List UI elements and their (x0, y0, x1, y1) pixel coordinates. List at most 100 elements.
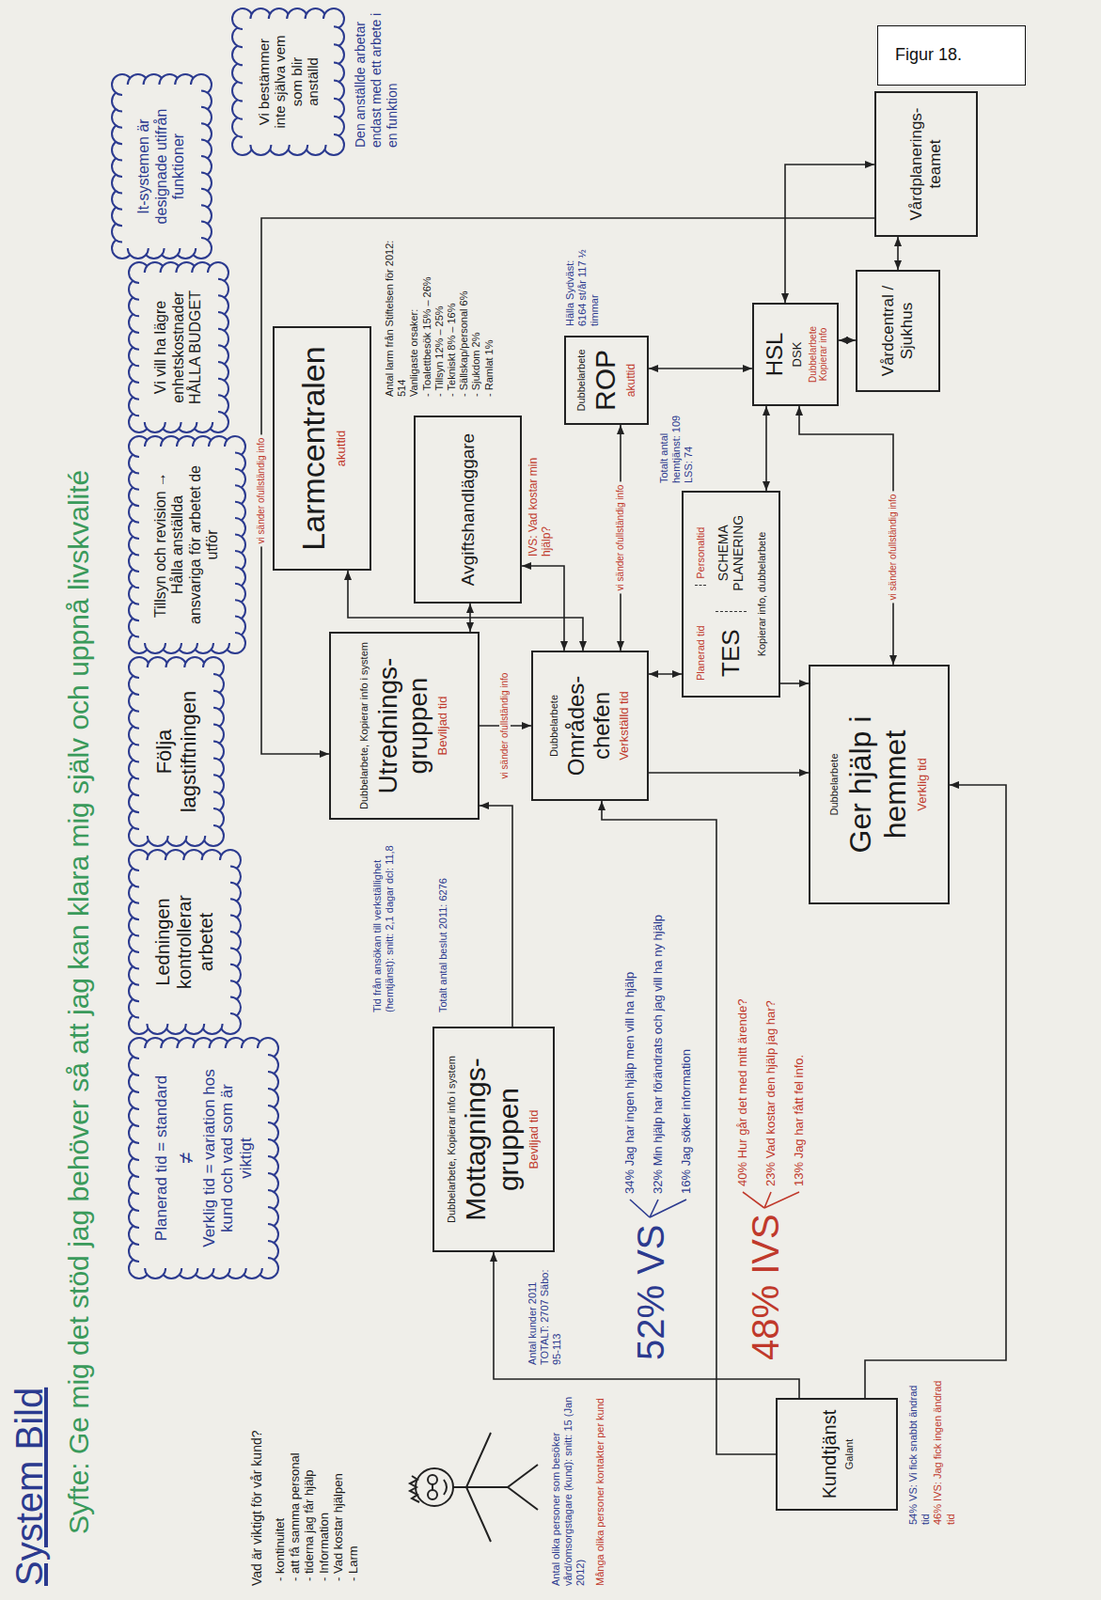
connector-arrow (648, 771, 809, 774)
node-text: Följa lagstiftningen (152, 682, 201, 821)
figure-arms (466, 1432, 491, 1542)
thought-cloud: Vi bestämmer inte själva vem som blir an… (235, 11, 342, 153)
cloud-fill (139, 860, 231, 1024)
note-text: Syfte: Ge mig det stöd jag behöver så at… (62, 470, 96, 1535)
node-text: Dubbelarbete (828, 753, 841, 816)
node-text: Kopierar info, dubbelarbete (755, 532, 769, 658)
figure-glasses (427, 1475, 438, 1485)
connector-arrow (648, 673, 682, 676)
node-text: Kundtjänst (818, 1410, 841, 1500)
note-text: - Sjukdom 2% (470, 232, 483, 397)
note-text: Antal kunder 2011 TOTALT: 2707 Säbo: 95-… (526, 1257, 565, 1366)
cloud-fill (139, 1048, 268, 1269)
note-text: Totalt antal hemtjänst: 109 LSS: 74 (658, 409, 696, 484)
node-text: Ledningen kontrollerar arbetet (152, 875, 218, 1009)
thought-cloud: Ledningen kontrollerar arbetet (131, 852, 238, 1032)
cloud-fill (242, 18, 334, 145)
node-text: Dubbelarbete (575, 348, 588, 411)
survey-list: 34% Jag har ingen hjälp men vill ha hjäl… (615, 817, 701, 1195)
node-text: Verklig tid (915, 757, 930, 811)
note-text: 52% VS (628, 1224, 674, 1361)
figure-caption: Figur 18. (877, 25, 1026, 86)
figure-legs (507, 1464, 538, 1510)
note-text: - Larm (346, 1384, 362, 1582)
figure-hair (409, 1476, 420, 1503)
note-text: 16% Jag söker information (672, 817, 701, 1195)
process-box: Planerad tidTESPersonaltidSCHEMA PLANERI… (681, 490, 781, 698)
node-text: Tillsyn och revision → Hålla anställda a… (152, 461, 222, 629)
node-text: Planerad tid = standard (152, 1075, 172, 1242)
note-text: - Tekniskt 8% – 16% (445, 232, 458, 397)
edge-label: vi sänder ofullständig info (614, 482, 627, 595)
figure-head (415, 1468, 454, 1507)
note-text: - Sällskap/personal 6% (457, 232, 471, 397)
node-text: DSK (790, 342, 805, 368)
node-text: akuttid (625, 363, 639, 397)
node-text: Dubbelarbete, Kopierar info i system (358, 642, 371, 810)
figure-mouth (443, 1479, 447, 1495)
note-text: - kontinuitet (272, 1384, 288, 1582)
note-list: - kontinuitet- att få samma personal- ti… (272, 1384, 362, 1582)
note-text: Tid från ansökan till verkställighet (he… (371, 829, 396, 1013)
survey-list: 40% Hur går det med mitt ärende?23% Vad … (728, 909, 814, 1187)
node-text: Vårdcentral / Sjukhus (879, 279, 916, 383)
node-text: Galant (843, 1439, 856, 1470)
node-text: Personaltid (694, 527, 708, 586)
note-text: Vanligaste orsaker: (408, 232, 421, 397)
connector-arrow (765, 406, 768, 491)
node-text: TES (717, 629, 746, 677)
fan-lines-ivs (742, 1192, 800, 1209)
note-text: - Vad kostar hjälpen (330, 1384, 347, 1582)
cloud-fill (139, 667, 214, 836)
note-text: 46% IVS: Jag fick ingen ändrad tid (931, 1374, 957, 1526)
note-text: Antal olika personer som besöker vård/om… (550, 1388, 588, 1587)
node-text: Larmcentralen (295, 346, 332, 551)
connector-arrow (799, 406, 894, 665)
thought-cloud: Vi vill ha lägre enhetskostnader HÅLLA B… (131, 265, 226, 430)
connector-arrow (838, 339, 856, 342)
node-text: Verklig tid = variation hos kund och vad… (200, 1063, 256, 1254)
connector-arrow (648, 367, 753, 370)
thought-cloud: Tillsyn och revision → Hålla anställda a… (131, 439, 243, 651)
process-box: Dubbelarbete, Kopierar info i systemUtre… (329, 631, 480, 820)
cloud-fill (139, 272, 219, 423)
node-text: Verkställd tid (617, 691, 632, 761)
fan-line (764, 1192, 800, 1209)
process-box: Dubbelarbete, Kopierar info i systemMott… (432, 1026, 555, 1253)
node-text: Beviljad tid (527, 1110, 542, 1170)
node-text: Mottagnings-gruppen (459, 1036, 525, 1243)
process-box: Vårdplanerings-teamet (874, 91, 978, 237)
node-text: It-systemen är designade utifrån funktio… (135, 99, 188, 234)
note-text: - Toalettbesök 15% – 26% (421, 232, 434, 397)
note-text: 48% IVS (742, 1213, 788, 1361)
node-text: Ger hjälp i hemmet (843, 674, 913, 896)
note-text: - Tillsyn 12% – 25% (433, 232, 446, 397)
process-box: Larmcentralenakuttid (272, 326, 372, 571)
process-box: Vårdcentral / Sjukhus (855, 269, 941, 393)
node-text: akuttid (334, 430, 349, 467)
note-text: Vad är viktigt för vår kund? (249, 1384, 266, 1587)
note-text: Antal larm från Stiftelsen för 2012: 514 (383, 232, 409, 397)
note-text: 13% Jag har fått fel info. (785, 909, 814, 1187)
note-text: 23% Vad kostar den hjälp jag har? (756, 909, 786, 1187)
process-box: HSLDSKDubbelarbete Kopierar info (752, 302, 839, 407)
figure-glasses (431, 1484, 434, 1491)
node-text: ≠ (173, 1152, 198, 1164)
note-text: - att få samma personal (287, 1384, 303, 1582)
note-text: Hälla Sydväst: 6164 st/år 117 ½ timmar (564, 236, 602, 327)
note-text: Många olika personer kontakter per kund (594, 1388, 607, 1587)
connector-arrow (521, 566, 565, 651)
note-text: 32% Min hjälp har förändrats och jag vil… (644, 817, 673, 1195)
node-text: Områdes-chefen (563, 660, 615, 792)
note-text: 54% VS: Vi fick snabbt ändrad tid (907, 1374, 932, 1526)
node-text: Beviljad tid (436, 696, 451, 756)
note-text: Den anställde arbetar endast med ett arb… (352, 11, 400, 148)
node-text: Dubbelarbete, Kopierar info i system (445, 1055, 458, 1224)
note-text: - tiderna jag får hjälp (301, 1384, 317, 1582)
stick-figure (409, 1432, 538, 1542)
process-box: DubbelarbeteGer hjälp i hemmetVerklig ti… (808, 664, 950, 905)
fan-line (649, 1199, 687, 1218)
node-text: Vi bestämmer inte själva vem som blir an… (255, 33, 321, 130)
